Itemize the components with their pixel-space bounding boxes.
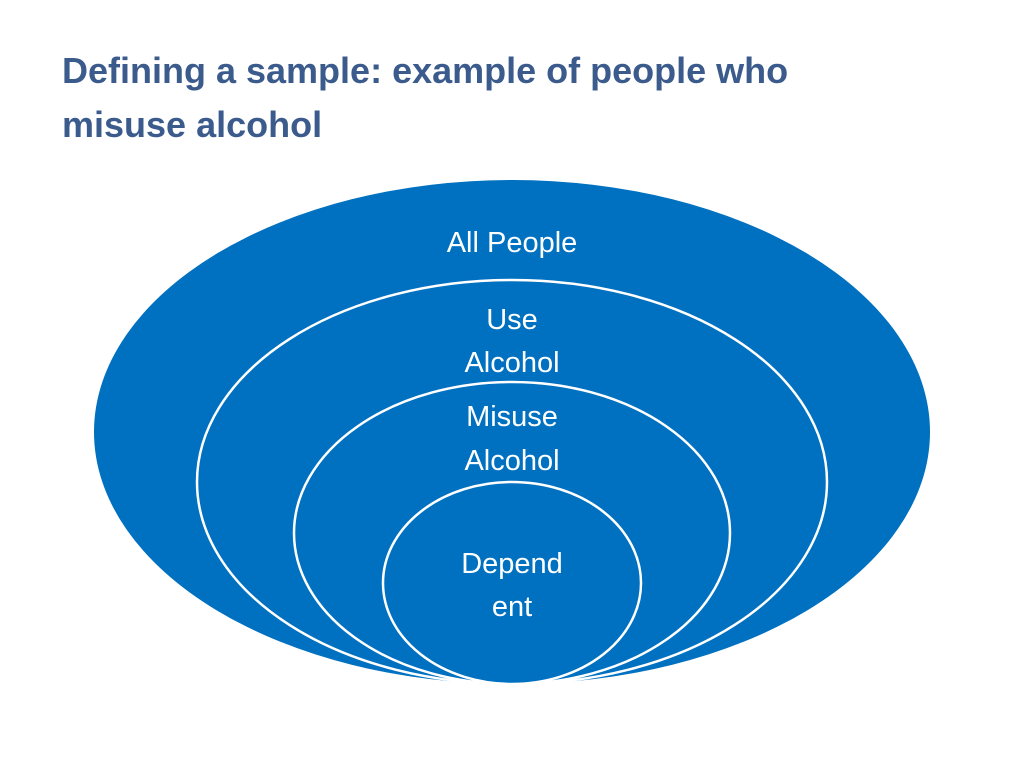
label-misuse-alcohol-line-2: Alcohol xyxy=(464,445,559,477)
label-all-people: All People xyxy=(447,227,578,259)
title-line-2: misuse alcohol xyxy=(62,104,323,145)
label-misuse-alcohol-line-1: Misuse xyxy=(466,401,558,433)
label-dependent-line-2: ent xyxy=(492,591,532,623)
slide-title: Defining a sample: example of people who… xyxy=(62,44,962,152)
label-use-alcohol-line-1: Use xyxy=(486,304,538,336)
label-dependent-line-1: Depend xyxy=(461,548,563,580)
title-line-1: Defining a sample: example of people who xyxy=(62,50,789,91)
label-use-alcohol-line-2: Alcohol xyxy=(464,347,559,379)
ellipse-dependent xyxy=(381,480,643,686)
